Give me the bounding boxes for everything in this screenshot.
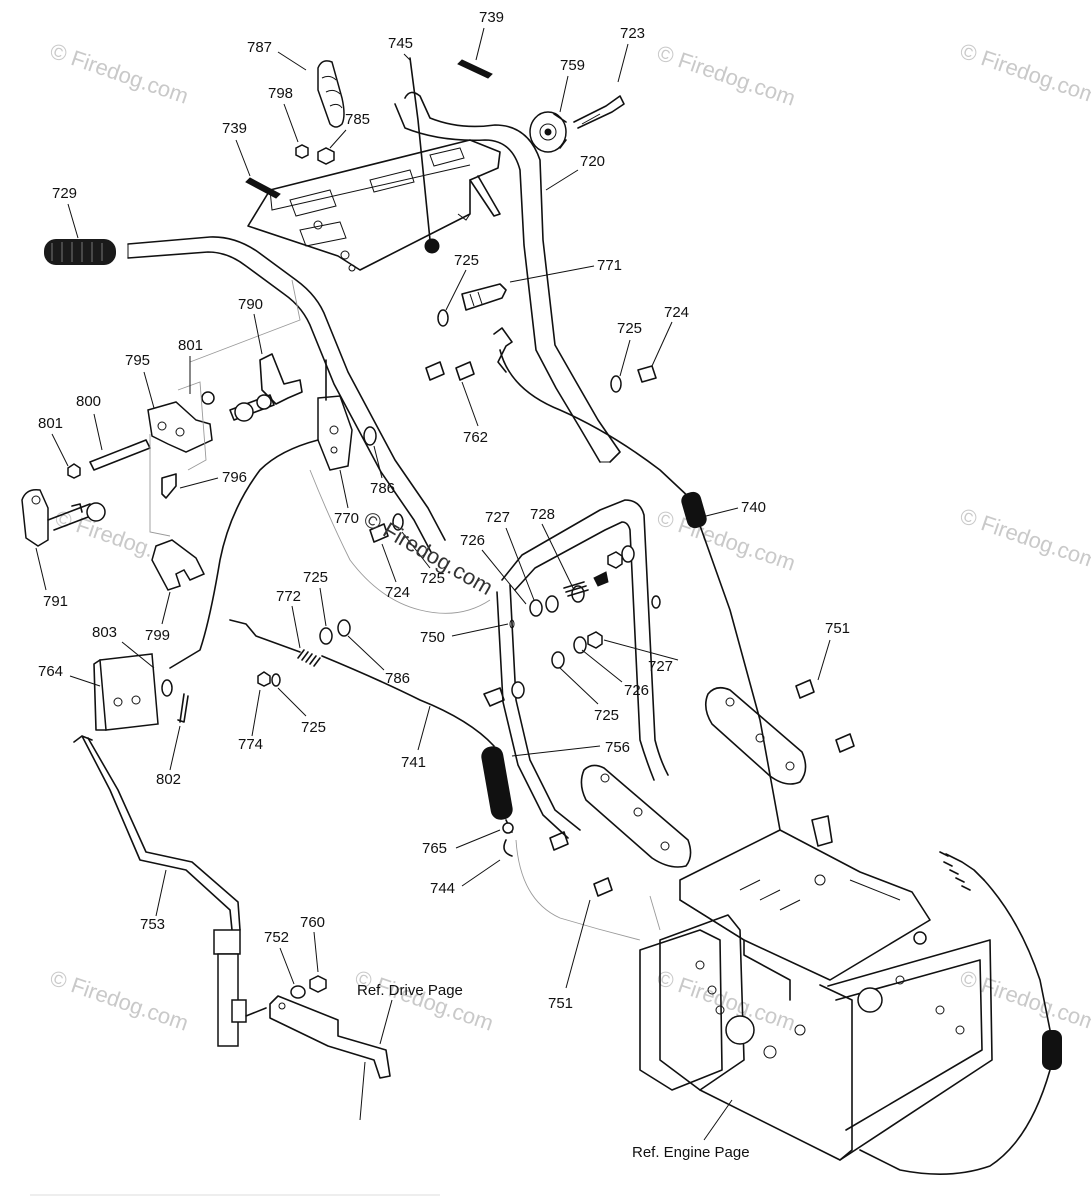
callout-label: 739 bbox=[479, 9, 504, 26]
callout-label: 728 bbox=[530, 506, 555, 523]
detent-hardware bbox=[483, 545, 661, 707]
callout-label: 802 bbox=[156, 771, 181, 788]
callout-label: 803 bbox=[92, 624, 117, 641]
callout-label: 791 bbox=[43, 593, 68, 610]
callout-labels: 739 723 787 745 759 798 785 720 739 729 … bbox=[38, 9, 850, 1012]
z-link bbox=[493, 327, 513, 373]
shift-bracket-770 bbox=[317, 359, 353, 471]
callout-label: 759 bbox=[560, 57, 585, 74]
upper-right-handle bbox=[394, 91, 621, 463]
upper-left-handle bbox=[127, 236, 446, 553]
cable-741-spring bbox=[321, 655, 514, 857]
callout-label: 744 bbox=[430, 880, 455, 897]
rubber-strips bbox=[245, 59, 493, 199]
callout-label: 770 bbox=[334, 510, 359, 527]
callout-label: 772 bbox=[276, 588, 301, 605]
drive-bracket bbox=[245, 975, 391, 1079]
callout-label: 725 bbox=[420, 570, 445, 587]
callout-label: 753 bbox=[140, 916, 165, 933]
callout-label: 796 bbox=[222, 469, 247, 486]
callout-label: 724 bbox=[385, 584, 410, 601]
shift-arm-791 bbox=[21, 488, 106, 547]
callout-label: 724 bbox=[664, 304, 689, 321]
callout-label: 790 bbox=[238, 296, 263, 313]
callout-label: 801 bbox=[178, 337, 203, 354]
callout-label: 765 bbox=[422, 840, 447, 857]
leader-lines bbox=[35, 27, 831, 1141]
ghost-outlines bbox=[149, 279, 661, 941]
reference-engine-page: Ref. Engine Page bbox=[632, 1144, 750, 1161]
callout-label: 800 bbox=[76, 393, 101, 410]
right-cable-spring bbox=[859, 851, 1062, 1175]
lower-handle-plate-left bbox=[580, 764, 692, 868]
callout-label: 750 bbox=[420, 629, 445, 646]
hex-bolts bbox=[363, 361, 855, 897]
callout-label: 751 bbox=[548, 995, 573, 1012]
callout-label: 764 bbox=[38, 663, 63, 680]
callout-label: 760 bbox=[300, 914, 325, 931]
callout-label: 762 bbox=[463, 429, 488, 446]
cable-745 bbox=[409, 57, 440, 254]
clip-799 bbox=[151, 539, 206, 591]
callout-label: 720 bbox=[580, 153, 605, 170]
callout-label: 785 bbox=[345, 111, 370, 128]
callout-label: 725 bbox=[303, 569, 328, 586]
callout-label: 741 bbox=[401, 754, 426, 771]
cable-740 bbox=[499, 349, 781, 831]
engine-frame bbox=[639, 815, 993, 1161]
bolt-771 bbox=[437, 283, 507, 327]
pin-800 bbox=[89, 439, 151, 471]
hand-grip bbox=[44, 239, 116, 265]
callout-label: 798 bbox=[268, 85, 293, 102]
callout-label: 725 bbox=[594, 707, 619, 724]
nut-801 bbox=[67, 463, 81, 479]
cotter-pin-802 bbox=[177, 693, 189, 723]
callout-label: 786 bbox=[370, 480, 395, 497]
handle-knob-assembly bbox=[529, 95, 625, 153]
callout-label: 723 bbox=[620, 25, 645, 42]
callout-label: 799 bbox=[145, 627, 170, 644]
plate-764 bbox=[93, 653, 173, 731]
lower-handle-assembly bbox=[496, 499, 669, 839]
callout-label: 729 bbox=[52, 185, 77, 202]
cross-shaft-790 bbox=[229, 353, 303, 422]
screw-796 bbox=[161, 473, 177, 499]
callout-label: 725 bbox=[617, 320, 642, 337]
control-rod-753 bbox=[73, 735, 247, 1047]
callout-label: 751 bbox=[825, 620, 850, 637]
callout-label: 726 bbox=[624, 682, 649, 699]
callout-label: 752 bbox=[264, 929, 289, 946]
callout-label: 726 bbox=[460, 532, 485, 549]
control-panel-bracket bbox=[247, 139, 501, 272]
shift-lever-795 bbox=[147, 391, 215, 453]
callout-label: 739 bbox=[222, 120, 247, 137]
callout-label: 801 bbox=[38, 415, 63, 432]
callout-label: 795 bbox=[125, 352, 150, 369]
callout-label: 727 bbox=[648, 658, 673, 675]
hex-nuts-top bbox=[295, 144, 335, 165]
callout-label: 745 bbox=[388, 35, 413, 52]
callout-label: 756 bbox=[605, 739, 630, 756]
callout-label: 727 bbox=[485, 509, 510, 526]
spring-772 bbox=[257, 619, 351, 687]
reference-drive-page: Ref. Drive Page bbox=[357, 982, 463, 999]
callout-label: 774 bbox=[238, 736, 263, 753]
callout-label: 725 bbox=[301, 719, 326, 736]
shift-rod-cable bbox=[169, 439, 319, 669]
callout-label: 740 bbox=[741, 499, 766, 516]
callout-label: 725 bbox=[454, 252, 479, 269]
callout-label: 787 bbox=[247, 39, 272, 56]
knob bbox=[317, 60, 345, 128]
callout-label: 786 bbox=[385, 670, 410, 687]
callout-label: 771 bbox=[597, 257, 622, 274]
